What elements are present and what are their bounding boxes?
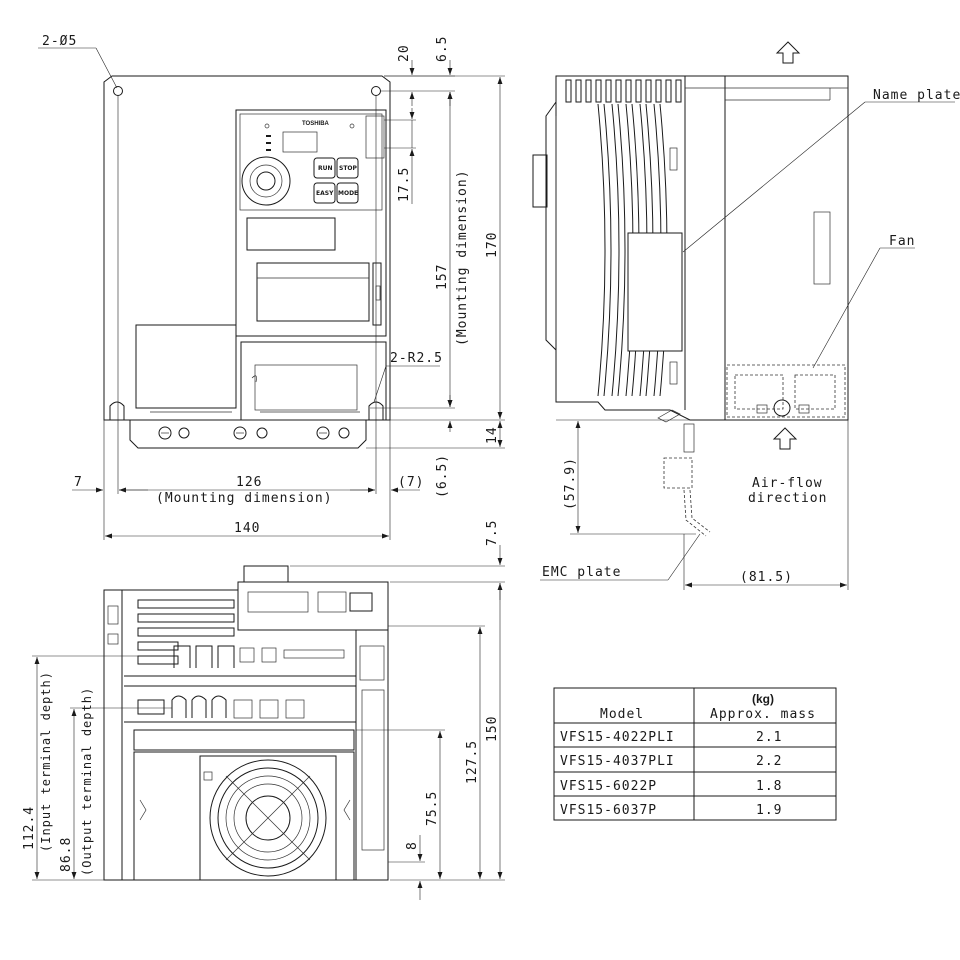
mass-table-cell: 2.2 (756, 754, 782, 769)
mass-table-cell: 2.1 (756, 730, 782, 745)
side-view: Name plate Fan Air-flow direction (57.9)… (532, 41, 960, 590)
run-key-label: RUN (318, 165, 333, 172)
front-window-lower (256, 262, 370, 322)
mass-table-cell: VFS15-6037P (560, 803, 657, 818)
input-terminals (173, 645, 345, 668)
mass-table-header-model: Model (600, 707, 644, 722)
mass-table-cell: VFS15-6022P (560, 779, 657, 794)
top-cooling-fins (565, 79, 682, 103)
bottom-dimensions: 7.5 150 127.5 75.5 8 112.4 (Input termin… (22, 520, 505, 900)
airflow-arrow-bottom (772, 427, 798, 450)
mode-key-label: MODE (338, 190, 358, 197)
brand-logo: TOSHIBA (302, 121, 330, 127)
fan-label: Fan (889, 234, 915, 249)
mounting-dimension-vertical: (Mounting dimension) (455, 169, 470, 346)
fan-outline (726, 364, 846, 418)
front-window-upper (246, 217, 336, 251)
mounting-dimension-horizontal: (Mounting dimension) (156, 491, 333, 506)
dim-170: 170 (485, 232, 500, 258)
setting-dial (241, 156, 291, 206)
emc-plate-outline (657, 409, 711, 537)
airflow-label-line2: direction (748, 491, 827, 506)
output-terminals (171, 695, 305, 719)
mode-key (336, 182, 359, 204)
airflow-arrow-top (775, 41, 801, 64)
mount-slot-bottom-left (109, 401, 125, 420)
bottom-fins (137, 599, 235, 715)
dim-112-4: 112.4 (22, 806, 37, 850)
front-panel (235, 109, 387, 337)
mass-table-cell: 1.8 (756, 779, 782, 794)
stop-key-label: STOP (339, 165, 358, 172)
bottom-view (103, 565, 389, 881)
dim-6-5-bottom: (6.5) (435, 454, 450, 498)
dim-17-5: 17.5 (397, 167, 412, 202)
front-dimensions: 2-Ø5 20 6.5 17.5 157 (Mounting dimension… (38, 34, 505, 540)
hole-spec-label: 2-Ø5 (42, 34, 77, 49)
easy-key-label: EASY (316, 190, 334, 197)
dim-8: 8 (405, 841, 420, 850)
front-view: TOSHIBA RUN STOP EASY MODE (103, 75, 391, 449)
name-plate (627, 232, 683, 352)
output-terminal-depth-label: (Output terminal depth) (80, 687, 94, 876)
dim-57-9: (57.9) (563, 457, 578, 510)
dim-75-5: 75.5 (425, 791, 440, 826)
dim-6-5-top: 6.5 (435, 36, 450, 62)
dim-81-5: (81.5) (740, 570, 793, 585)
dim-86-8: 86.8 (59, 837, 74, 872)
led-display (282, 131, 318, 153)
mass-table-cell: 1.9 (756, 803, 782, 818)
stop-key (336, 157, 359, 179)
mass-table: (kg) Model Approx. mass VFS15-4022PLI 2.… (553, 687, 837, 821)
dim-7-right: (7) (398, 475, 424, 490)
dim-7-5: 7.5 (485, 520, 500, 546)
cooling-fan (209, 759, 327, 877)
airflow-label-line1: Air-flow (752, 476, 823, 491)
mass-unit-label: (kg) (752, 692, 774, 706)
mount-hole-top-left (113, 86, 123, 96)
rj45-port (349, 592, 373, 612)
dim-127-5: 127.5 (465, 740, 480, 784)
dim-140: 140 (234, 521, 260, 536)
dim-7-left: 7 (74, 475, 83, 490)
mount-hole-top-right (371, 86, 381, 96)
run-key (313, 157, 336, 179)
radius-spec-label: 2-R2.5 (390, 351, 443, 366)
mass-table-cell: VFS15-4022PLI (560, 730, 675, 745)
dim-157: 157 (435, 264, 450, 290)
mass-table-header-mass: Approx. mass (710, 707, 816, 722)
input-terminal-depth-label: (Input terminal depth) (39, 671, 53, 852)
dim-150: 150 (485, 716, 500, 742)
easy-key (313, 182, 336, 204)
dim-20: 20 (397, 44, 412, 62)
emc-plate-label: EMC plate (542, 565, 621, 580)
dim-14: 14 (485, 426, 500, 444)
mass-table-cell: VFS15-4037PLI (560, 754, 675, 769)
dim-126: 126 (236, 475, 262, 490)
name-plate-label: Name plate (873, 88, 960, 103)
